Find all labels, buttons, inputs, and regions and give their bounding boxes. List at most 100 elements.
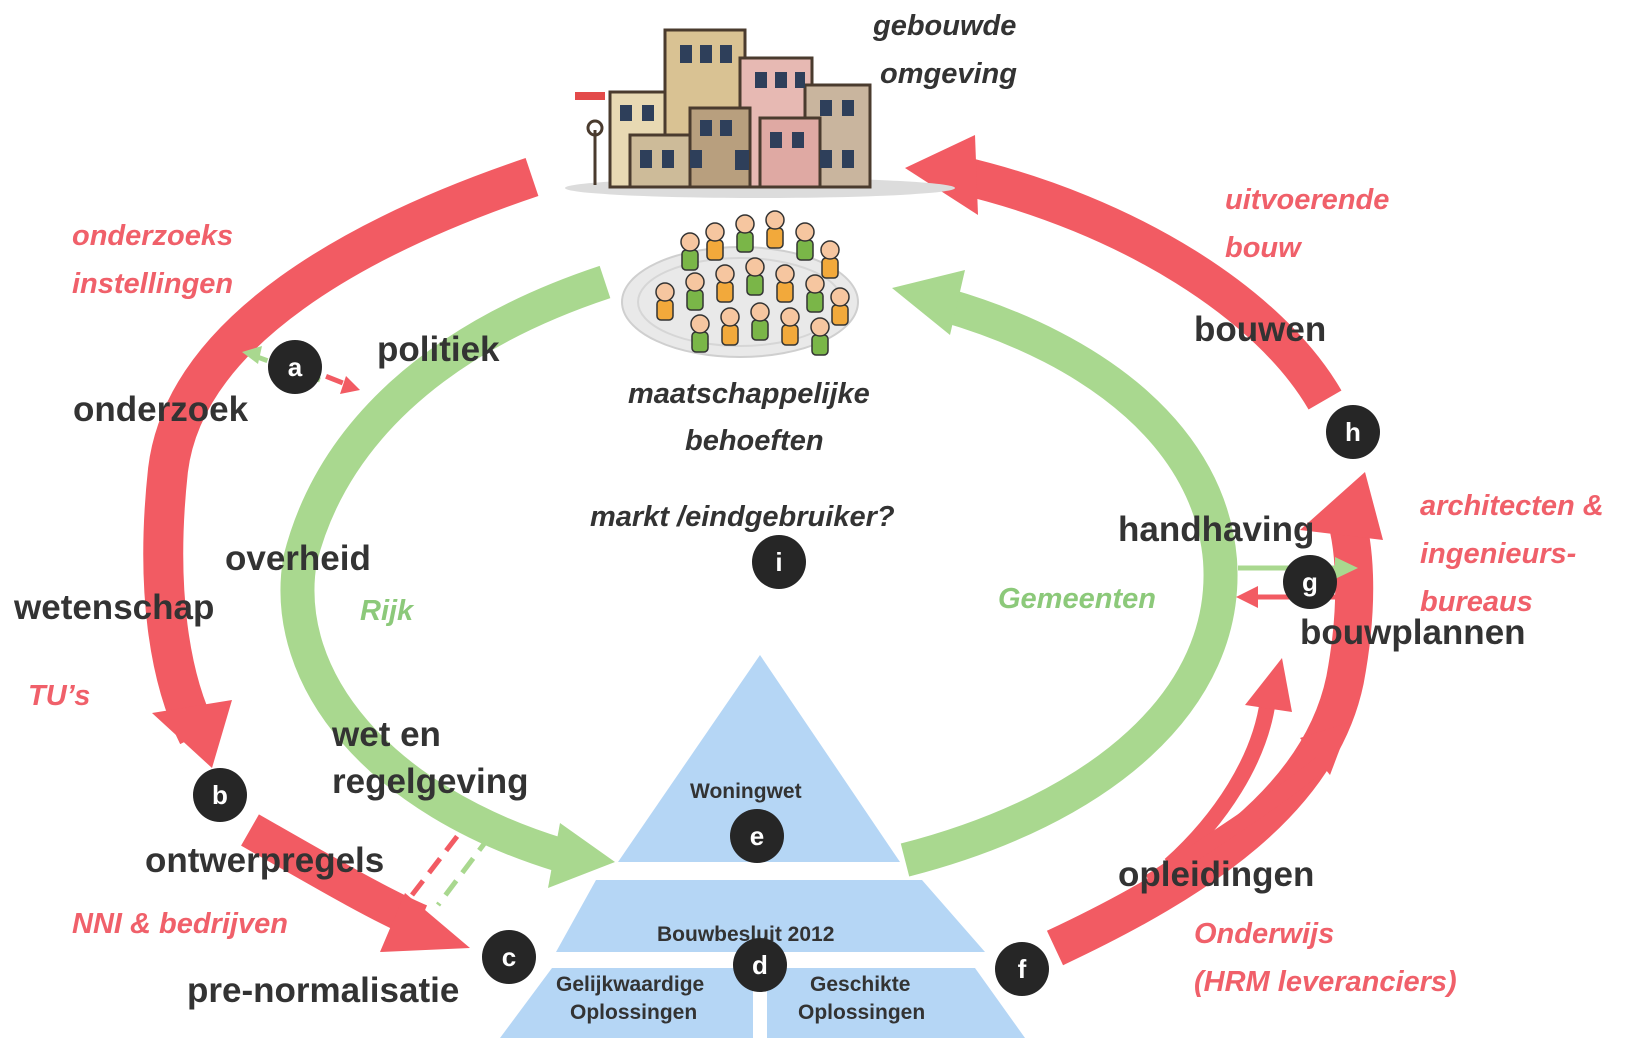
- architects-line1: architecten &: [1420, 490, 1604, 522]
- person-body: [686, 289, 704, 311]
- person-body: [766, 227, 784, 249]
- person-head: [780, 307, 800, 327]
- person-head: [705, 222, 725, 242]
- needs-line1: maatschappelijke: [628, 378, 870, 410]
- person-body: [691, 331, 709, 353]
- politics-label: politiek: [377, 330, 500, 369]
- person-body: [776, 281, 794, 303]
- badge-g: g: [1283, 555, 1337, 609]
- red-arrowhead-c: [380, 893, 470, 952]
- tus-label: TU’s: [28, 680, 91, 712]
- red-thin-head-2: [1300, 722, 1350, 775]
- badge-c: c: [482, 930, 536, 984]
- education-label: opleidingen: [1118, 855, 1315, 894]
- institutes-line2: instellingen: [72, 268, 234, 300]
- municipalities-label: Gemeenten: [998, 583, 1156, 615]
- person-head: [830, 287, 850, 307]
- person-head: [765, 210, 785, 230]
- person-head: [680, 232, 700, 252]
- green-arrowhead-top: [892, 270, 965, 335]
- person-body: [796, 239, 814, 261]
- green-arrowhead-wet: [548, 823, 615, 888]
- building-plans-label: bouwplannen: [1300, 613, 1526, 652]
- law-line2: regelgeving: [332, 762, 529, 801]
- person-head: [685, 272, 705, 292]
- person-body: [721, 324, 739, 346]
- person-body: [821, 257, 839, 279]
- government-label: overheid: [225, 539, 371, 578]
- badge-d: d: [733, 938, 787, 992]
- nni-label: NNI & bedrijven: [72, 908, 288, 940]
- person-head: [805, 274, 825, 294]
- badge-e: e: [730, 809, 784, 863]
- market-label: markt /eindgebruiker?: [590, 501, 895, 533]
- person-head: [750, 302, 770, 322]
- g-green-head: [1335, 557, 1358, 579]
- badge-a: a: [268, 340, 322, 394]
- red-arrowhead-architects: [1300, 472, 1383, 540]
- person-body: [811, 334, 829, 356]
- person-body: [706, 239, 724, 261]
- person-head: [745, 257, 765, 277]
- pyramid-bottom-left-line1: Gelijkwaardige: [556, 973, 705, 996]
- pyramid-bottom-right-line2: Oplossingen: [798, 1001, 926, 1024]
- person-head: [735, 214, 755, 234]
- g-red-head: [1236, 586, 1258, 608]
- building-label: bouwen: [1194, 310, 1327, 349]
- dashed-link-c-green: [436, 834, 492, 907]
- pyramid-bottom-right: [767, 968, 1025, 1038]
- green-arc-right: [900, 288, 1238, 877]
- pyramid-bottom-left-line2: Oplossingen: [570, 1001, 698, 1024]
- pyramid-top: [618, 655, 900, 862]
- green-arc-left: [280, 265, 611, 872]
- person-head: [690, 314, 710, 334]
- education-sub-line1: Onderwijs: [1194, 918, 1335, 950]
- badge-h: h: [1326, 405, 1380, 459]
- person-body: [656, 299, 674, 321]
- person-body: [751, 319, 769, 341]
- architects-line3: bureaus: [1420, 586, 1533, 618]
- title-gebouwde: gebouwde: [873, 10, 1017, 42]
- rijk-label: Rijk: [360, 595, 414, 627]
- architects-line2: ingenieurs-: [1420, 538, 1577, 570]
- enforcement-label: handhaving: [1118, 510, 1315, 549]
- person-body: [746, 274, 764, 296]
- person-head: [655, 282, 675, 302]
- red-thin-arrow-2: [1145, 753, 1331, 889]
- red-arrowhead-b: [152, 700, 232, 768]
- dashed-head-a-red: [340, 376, 360, 394]
- person-body: [736, 231, 754, 253]
- construction-line1: uitvoerende: [1225, 184, 1390, 216]
- pyramid-middle: [556, 880, 985, 952]
- dashed-head-a-green: [242, 346, 262, 364]
- person-body: [806, 291, 824, 313]
- person-body: [681, 249, 699, 271]
- education-sub-line2: (HRM leveranciers): [1194, 966, 1457, 998]
- red-thin-head-1: [1245, 658, 1292, 712]
- title-omgeving: omgeving: [880, 58, 1017, 90]
- pyramid-bottom-left: [500, 968, 753, 1038]
- person-body: [831, 304, 849, 326]
- red-arrowhead-top: [905, 135, 978, 215]
- prenorm-label: pre-normalisatie: [187, 971, 460, 1010]
- person-head: [715, 264, 735, 284]
- person-head: [810, 317, 830, 337]
- needs-line2: behoeften: [685, 425, 824, 457]
- person-head: [775, 264, 795, 284]
- red-arc-top-right: [955, 156, 1342, 410]
- science-label: wetenschap: [14, 588, 215, 627]
- pyramid-bottom-right-line1: Geschikte: [810, 973, 911, 996]
- law-line1: wet en: [332, 715, 441, 754]
- research-label: onderzoek: [73, 390, 249, 429]
- red-arc-left: [143, 158, 539, 745]
- city-buildings-icon: [565, 28, 955, 198]
- person-body: [781, 324, 799, 346]
- construction-line2: bouw: [1225, 232, 1301, 264]
- people-figures: [655, 210, 850, 356]
- dashed-link-c-red: [410, 828, 464, 897]
- person-head: [795, 222, 815, 242]
- badge-i: i: [752, 535, 806, 589]
- badge-b: b: [193, 768, 247, 822]
